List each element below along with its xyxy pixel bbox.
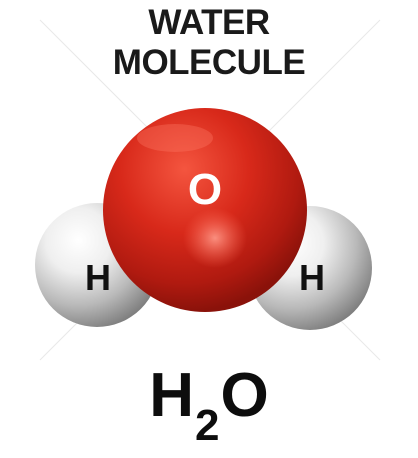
- chemical-formula: H2O: [0, 360, 418, 450]
- title-line-1: WATER: [148, 3, 270, 42]
- formula-element-oxygen: O: [220, 361, 269, 430]
- hydrogen-label-left: H: [85, 257, 111, 298]
- oxygen-top-shine: [137, 124, 213, 152]
- oxygen-highlight: [183, 208, 247, 268]
- hydrogen-label-right: H: [299, 257, 325, 298]
- formula-element-hydrogen: H: [149, 361, 195, 430]
- formula-subscript: 2: [195, 401, 220, 450]
- oxygen-label: O: [188, 165, 222, 214]
- title-line-2: MOLECULE: [112, 43, 306, 82]
